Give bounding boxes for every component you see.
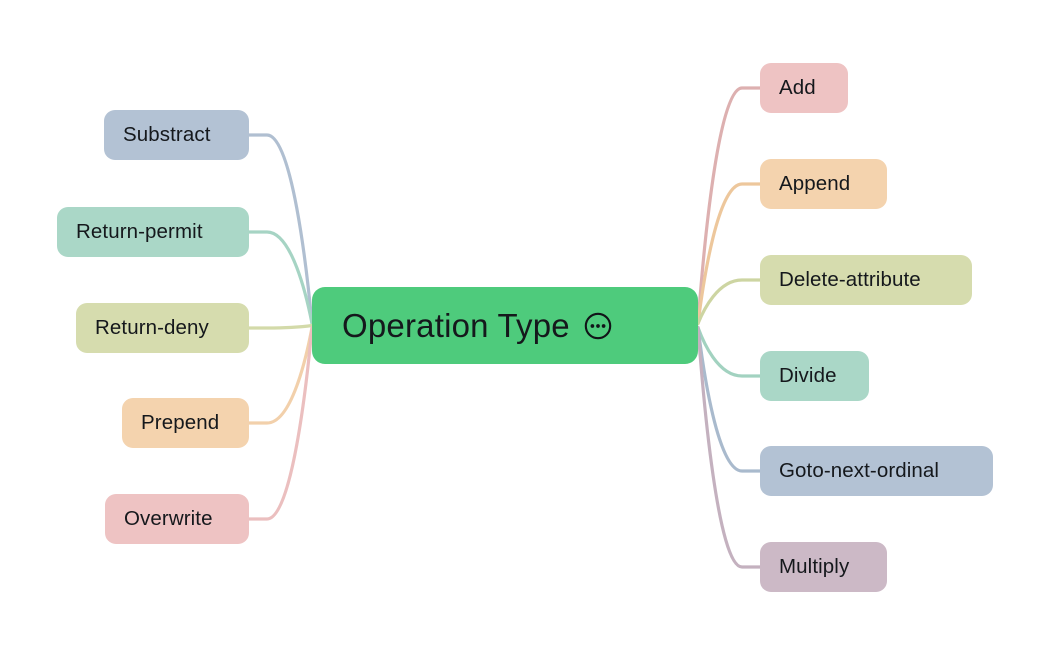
branch-node-label: Return-permit (76, 219, 203, 243)
edge-return-permit (247, 230, 314, 326)
branch-node-substract[interactable]: Substract (104, 110, 249, 160)
branch-node-add[interactable]: Add (760, 63, 848, 113)
branch-node-label: Multiply (779, 554, 850, 578)
branch-node-label: Return-deny (95, 315, 209, 339)
branch-node-label: Goto-next-ordinal (779, 458, 940, 482)
edge-return-deny (247, 323, 314, 330)
branch-node-label: Add (779, 75, 816, 99)
edge-prepend (247, 325, 314, 425)
center-node-label: Operation Type (342, 307, 570, 344)
edge-substract (247, 133, 314, 326)
branch-node-goto-next-ordinal[interactable]: Goto-next-ordinal (760, 446, 993, 496)
branch-node-label: Delete-attribute (779, 267, 921, 291)
branch-node-divide[interactable]: Divide (760, 351, 869, 401)
edge-delete-attribute (696, 278, 762, 326)
edge-divide (696, 325, 762, 378)
branch-node-delete-attribute[interactable]: Delete-attribute (760, 255, 972, 305)
branch-node-label: Append (779, 171, 851, 195)
branch-node-overwrite[interactable]: Overwrite (105, 494, 249, 544)
ellipsis-circle-icon[interactable] (583, 311, 613, 341)
branch-node-label: Prepend (141, 410, 220, 434)
edge-overwrite (247, 325, 314, 521)
edge-goto-next-ordinal (696, 325, 762, 473)
edge-multiply (696, 325, 762, 569)
branch-node-multiply[interactable]: Multiply (760, 542, 887, 592)
branch-node-return-deny[interactable]: Return-deny (76, 303, 249, 353)
edge-add (696, 86, 762, 326)
branch-node-append[interactable]: Append (760, 159, 887, 209)
center-node-operation-type[interactable]: Operation Type (312, 287, 698, 364)
edge-append (696, 182, 762, 326)
branch-node-label: Divide (779, 363, 837, 387)
branch-node-prepend[interactable]: Prepend (122, 398, 249, 448)
branch-node-label: Overwrite (124, 506, 213, 530)
branch-node-label: Substract (123, 122, 211, 146)
branch-node-return-permit[interactable]: Return-permit (57, 207, 249, 257)
